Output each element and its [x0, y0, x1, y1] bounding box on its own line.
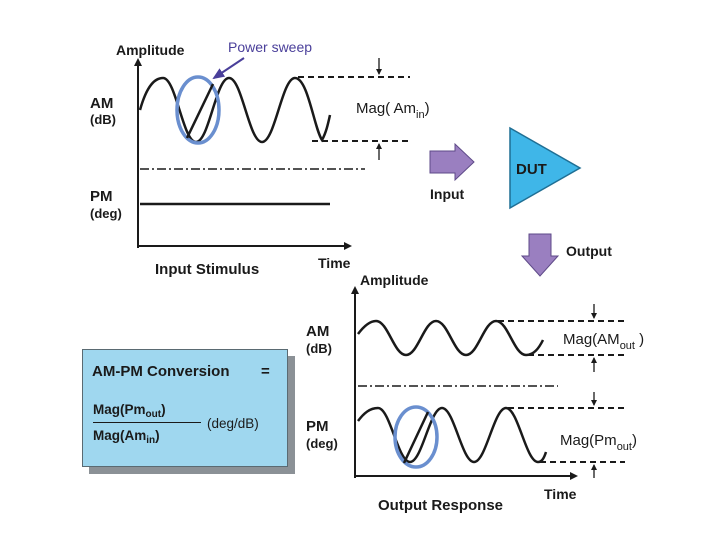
input-caption: Input Stimulus: [155, 261, 259, 278]
output-arrow-icon: [520, 233, 560, 277]
input-x-axis-label: Time: [318, 255, 351, 271]
input-am-waveform: [138, 76, 332, 144]
equation-numerator: Mag(Pmout): [93, 402, 166, 420]
input-mag-label: Mag( Amin): [356, 100, 430, 121]
input-sweep-line: [185, 83, 215, 139]
power-sweep-label: Power sweep: [228, 39, 312, 55]
equation-equals: =: [261, 363, 270, 380]
output-plot: Amplitude Time AM (dB) PM (deg) Output R…: [306, 272, 644, 514]
input-pm-unit: (deg): [90, 206, 122, 221]
output-mag-pm-label: Mag(Pmout): [560, 432, 637, 453]
output-x-axis-label: Time: [544, 486, 577, 502]
equation-denominator: Mag(Amin): [93, 428, 160, 446]
input-plot: Amplitude Time AM (dB) PM (deg) Input St…: [90, 39, 430, 278]
input-arrow-icon: [429, 142, 475, 182]
output-am-unit: (dB): [306, 341, 332, 356]
output-am-label: AM: [306, 323, 329, 340]
input-power-sweep-ring: [175, 75, 221, 145]
output-power-sweep-ring: [393, 405, 439, 469]
signal-flow: Input DUT Output: [429, 126, 612, 277]
output-am-waveform: [357, 319, 545, 357]
equation-unit: (deg/dB): [207, 416, 259, 431]
equation-title: AM-PM Conversion: [92, 363, 230, 380]
output-pm-label: PM: [306, 418, 329, 435]
input-y-axis-label: Amplitude: [116, 42, 185, 58]
input-am-unit: (dB): [90, 112, 116, 127]
output-mag-am-label: Mag(AMout ): [563, 331, 644, 352]
dut-label: DUT: [516, 161, 547, 178]
output-y-axis-label: Amplitude: [360, 272, 429, 288]
output-pm-unit: (deg): [306, 436, 338, 451]
input-flow-label: Input: [430, 186, 465, 202]
input-pm-label: PM: [90, 188, 113, 205]
am-pm-equation-box: AM-PM Conversion = Mag(Pmout) Mag(Amin) …: [82, 349, 288, 467]
input-am-label: AM: [90, 95, 113, 112]
dut-amplifier-icon: [509, 126, 582, 210]
output-sweep-line: [402, 411, 430, 464]
output-caption: Output Response: [378, 497, 503, 514]
output-pm-waveform: [357, 406, 548, 464]
equation-fraction-line: [93, 422, 201, 423]
power-sweep-pointer: [212, 57, 245, 80]
output-flow-label: Output: [566, 243, 612, 259]
